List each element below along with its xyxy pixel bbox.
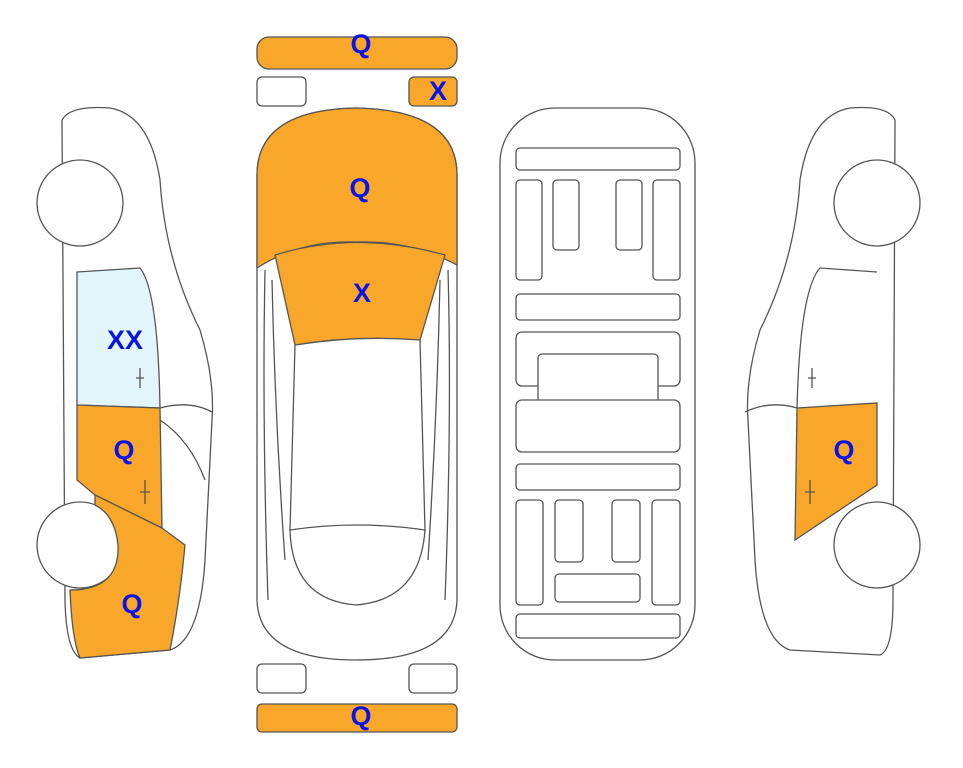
hood[interactable] xyxy=(256,107,458,270)
left-quarter-panel[interactable] xyxy=(69,493,186,659)
left-door-label: Q xyxy=(113,435,134,465)
rear-bumper[interactable] xyxy=(256,703,458,733)
rear-bumper-label: Q xyxy=(350,701,371,731)
car-top-view: Q X xyxy=(256,107,458,661)
rear-right-light[interactable] xyxy=(408,663,458,694)
left-quarter-panel-label: Q xyxy=(121,589,142,619)
rear-left-light[interactable] xyxy=(256,663,307,694)
front-left-light[interactable] xyxy=(256,76,307,107)
front-right-light[interactable] xyxy=(408,76,458,107)
car-underbody-view xyxy=(499,107,696,661)
windshield-label: X xyxy=(353,278,371,308)
car-right-side-view xyxy=(744,106,921,656)
front-bumper[interactable] xyxy=(256,36,458,70)
left-rear-window-label: XX xyxy=(107,325,143,355)
right-door-label: Q xyxy=(833,435,854,465)
right-door[interactable] xyxy=(794,402,878,542)
left-door-handle-icons xyxy=(136,368,213,504)
hood-label: Q xyxy=(349,173,370,203)
front-right-light-label: X xyxy=(429,76,447,106)
windshield[interactable] xyxy=(274,241,446,346)
front-bumper-label: Q xyxy=(350,29,371,59)
